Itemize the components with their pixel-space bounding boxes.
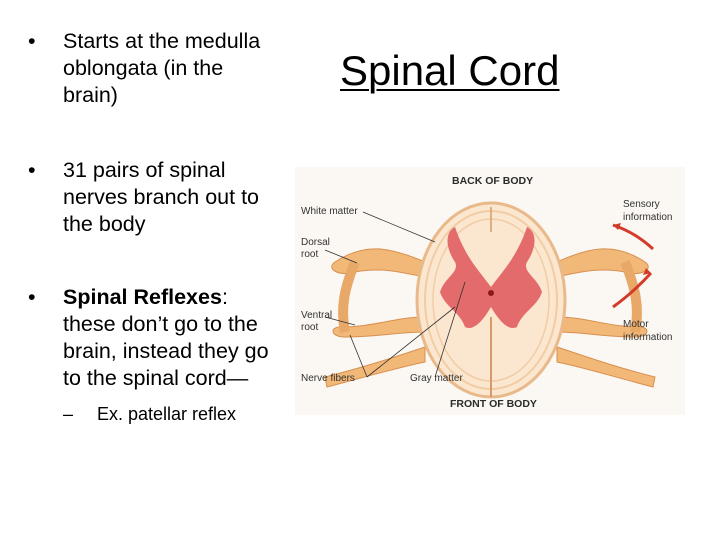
sub-bullet-dash: – [63,404,74,424]
leader-lines [324,211,466,378]
label-sensory-2: information [623,212,672,223]
label-white-matter: White matter [301,206,358,217]
right-nerves [556,248,656,388]
bullet-dot: • [28,29,36,53]
label-dorsal: Dorsal [301,237,330,248]
bullet-list: • Starts at the medulla oblongata (in th… [28,28,278,426]
slide-title: Spinal Cord [340,47,560,94]
bullet-text: Starts at the medulla oblongata (in the … [63,29,261,107]
bullet-text: : these don’t go to the brain, instead t… [63,285,269,390]
gray-matter [440,227,542,328]
bullet-spinal-reflexes: • Spinal Reflexes: these don’t go to the… [28,284,278,392]
label-motor-1: Motor [623,319,649,330]
bullet-bold-term: Spinal Reflexes [63,285,222,309]
sensory-arrow [612,223,655,251]
bullet-medulla: • Starts at the medulla oblongata (in th… [28,28,278,109]
label-back-of-body: BACK OF BODY [452,175,533,187]
bullet-spinal-nerves: • 31 pairs of spinal nerves branch out t… [28,157,278,238]
left-nerves [324,248,426,388]
sub-bullet-patellar: – Ex. patellar reflex [63,402,278,426]
label-motor-2: information [623,332,672,343]
sub-bullet-text: Ex. patellar reflex [97,404,237,424]
label-sensory-1: Sensory [623,199,660,210]
motor-arrow [612,268,653,309]
bullet-dot: • [28,285,36,309]
bullet-dot: • [28,158,36,182]
spinal-cord-cross-section: BACK OF BODY White matter Dorsal root Ve… [295,167,685,415]
label-front-of-body: FRONT OF BODY [450,398,537,410]
label-nerve-fibers: Nerve fibers [301,373,355,384]
bullet-text: 31 pairs of spinal nerves branch out to … [63,158,260,236]
label-ventral-root: root [301,322,318,333]
label-gray-matter: Gray matter [410,373,463,384]
spinal-cord-diagram: BACK OF BODY White matter Dorsal root Ve… [295,167,685,415]
label-dorsal-root: root [301,249,318,260]
label-ventral: Ventral [301,310,332,321]
